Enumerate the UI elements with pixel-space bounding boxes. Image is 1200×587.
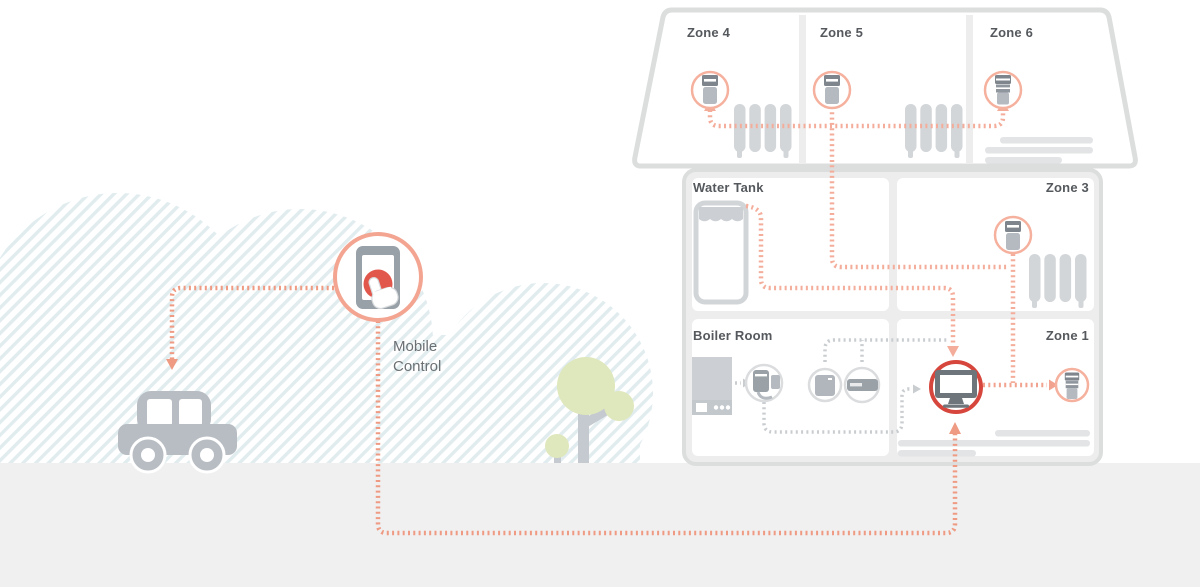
- trv-zone4-icon: [690, 70, 730, 110]
- ground: [0, 463, 1200, 587]
- boiler-icon: [692, 357, 732, 415]
- trv-zone5-icon: [812, 70, 852, 110]
- boiler-receiver-icon: [744, 363, 784, 403]
- room-boiler: [692, 319, 889, 456]
- room-label-water-tank: Water Tank: [693, 180, 764, 195]
- room-label-zone-1: Zone 1: [1045, 328, 1089, 343]
- mobile-control-icon: [333, 232, 423, 322]
- link-tank-display: [745, 203, 956, 344]
- room-label-zone-4: Zone 4: [687, 25, 731, 40]
- link-zone5-zone3: [829, 107, 1008, 270]
- room-label-zone-6: Zone 6: [990, 25, 1034, 40]
- wireless-module-icon: [807, 367, 843, 403]
- link-receiver-display: [762, 387, 912, 434]
- trees-icon: [545, 357, 634, 463]
- link-module-hub: [823, 338, 948, 362]
- internet-hub-icon: [843, 366, 881, 404]
- roof-wall-separator: [799, 15, 806, 163]
- trv-zone1-icon: [1054, 367, 1090, 403]
- mobile-control-label: Mobile Control: [393, 338, 442, 375]
- room-label-zone-5: Zone 5: [820, 25, 864, 40]
- room-zone-1: [897, 319, 1094, 456]
- link-mobile-car: [169, 285, 334, 359]
- room-label-zone-3: Zone 3: [1045, 180, 1089, 195]
- underfloor-heating-icon: [898, 430, 1090, 457]
- water-tank-icon: [693, 200, 749, 305]
- link-roof-trvs: [707, 110, 1006, 129]
- car-icon: [118, 391, 237, 474]
- device-circles: [690, 70, 1090, 414]
- underfloor-heating-icon: [985, 137, 1093, 164]
- connections-wireless: [169, 107, 1047, 536]
- trv-zone3-icon: [993, 215, 1033, 255]
- room-label-boiler-room: Boiler Room: [693, 328, 773, 343]
- room-contents: [692, 104, 1093, 457]
- control-display-icon: [929, 360, 983, 414]
- roof-wall-separator: [966, 15, 973, 163]
- touch-hand-icon: [368, 277, 399, 310]
- connections-wired: [735, 338, 948, 434]
- trv-zone6-icon: [983, 70, 1023, 110]
